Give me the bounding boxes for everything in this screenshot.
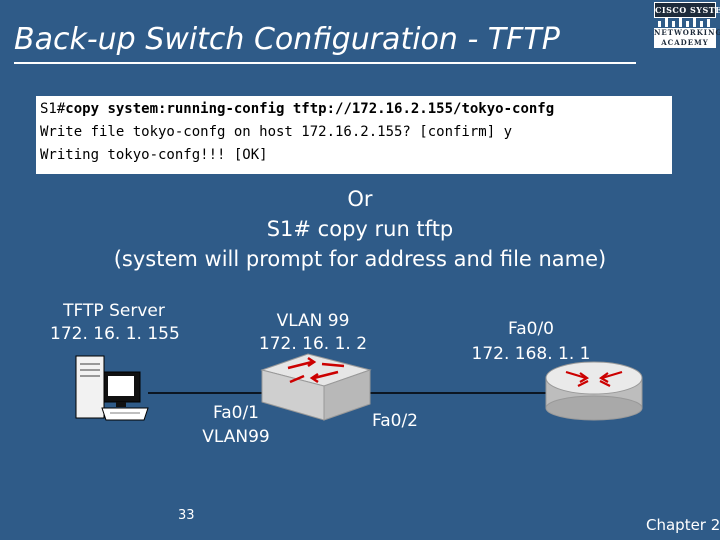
tftp-server-ip: 172. 16. 1. 155 (50, 324, 180, 344)
slide-title: Back-up Switch Configuration - TFTP (14, 18, 636, 64)
switch-icon (260, 353, 372, 421)
switch-port-fa01: Fa0/1 (213, 403, 259, 423)
logo-academy: ACADEMY (654, 38, 716, 48)
console-command: copy system:running-config tftp://172.16… (65, 101, 555, 117)
console-output: S1#copy system:running-config tftp://172… (36, 96, 672, 174)
switch-port-fa01-vlan: VLAN99 (202, 427, 270, 447)
chapter-label: Chapter 2 (646, 516, 720, 534)
switch-ip-label: 172. 16. 1. 2 (258, 334, 368, 354)
console-line-1: S1#copy system:running-config tftp://172… (40, 98, 668, 121)
switch-vlan-label: VLAN 99 (276, 311, 350, 331)
or-text: Or (347, 187, 373, 211)
prompt-note-text: (system will prompt for address and file… (113, 247, 607, 271)
logo-networking: NETWORKING (654, 28, 720, 38)
logo-bars-icon (658, 17, 710, 27)
console-line-2: Write file tokyo-confg on host 172.16.2.… (40, 124, 513, 140)
tftp-server-icon (75, 355, 149, 421)
tftp-server-name: TFTP Server (63, 301, 165, 321)
page-number: 33 (178, 508, 195, 523)
router-ip-label: 172. 168. 1. 1 (471, 344, 591, 364)
logo-cisco-systems: CISCO SYSTEMS (654, 2, 720, 18)
console-line-3: Writing tokyo-confg!!! [OK] (40, 147, 268, 163)
short-command-text: S1# copy run tftp (266, 217, 454, 241)
router-port-label: Fa0/0 (508, 319, 554, 339)
cisco-networking-academy-logo: CISCO SYSTEMS NETWORKING ACADEMY (652, 0, 720, 52)
console-prompt: S1# (40, 101, 66, 117)
switch-port-fa02: Fa0/2 (372, 411, 418, 431)
router-icon (545, 361, 643, 421)
